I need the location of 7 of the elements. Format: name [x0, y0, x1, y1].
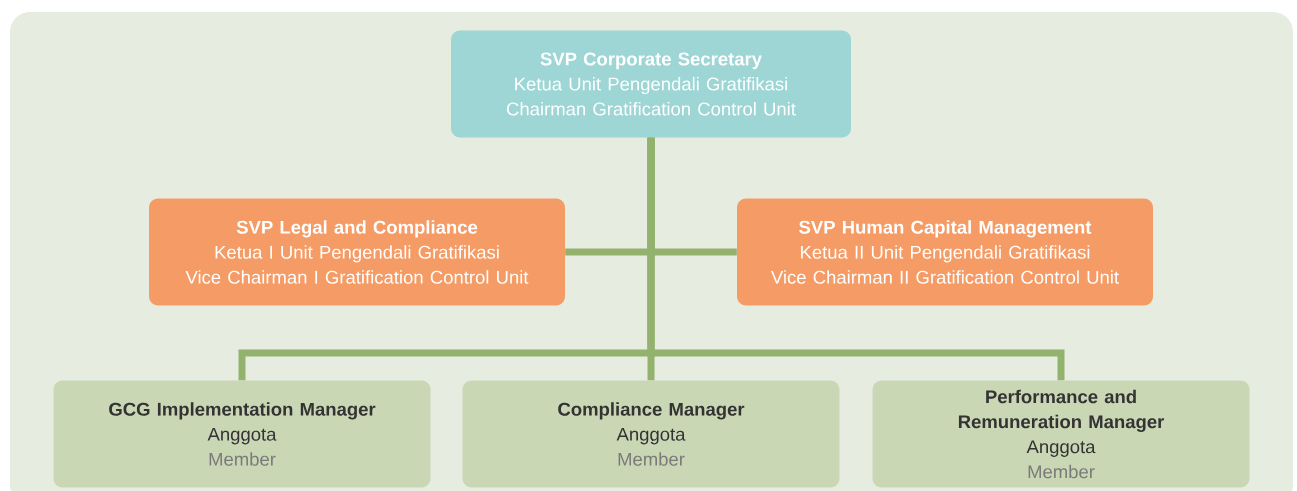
member-box: GCG Implementation Manager Anggota Member	[53, 380, 431, 488]
member-box: Performance and Remuneration Manager Anggota Member	[872, 380, 1250, 488]
member-box: Compliance Manager Anggota Member	[462, 380, 840, 488]
chairman-box: SVP Legal and Compliance Ketua I Unit Pengendali Gratifikasi Vice Chairman I Gratification Control Unit	[149, 198, 565, 306]
title-box: SVP Corporate Secretary Ketua Unit Pengendali Gratifikasi Chairman Gratification Control Unit	[451, 30, 851, 138]
chairman-box: SVP Human Capital Management Ketua II Unit Pengendali Gratifikasi Vice Chairman II Gratification Control Unit	[737, 198, 1153, 306]
connector-line	[647, 137, 1065, 381]
